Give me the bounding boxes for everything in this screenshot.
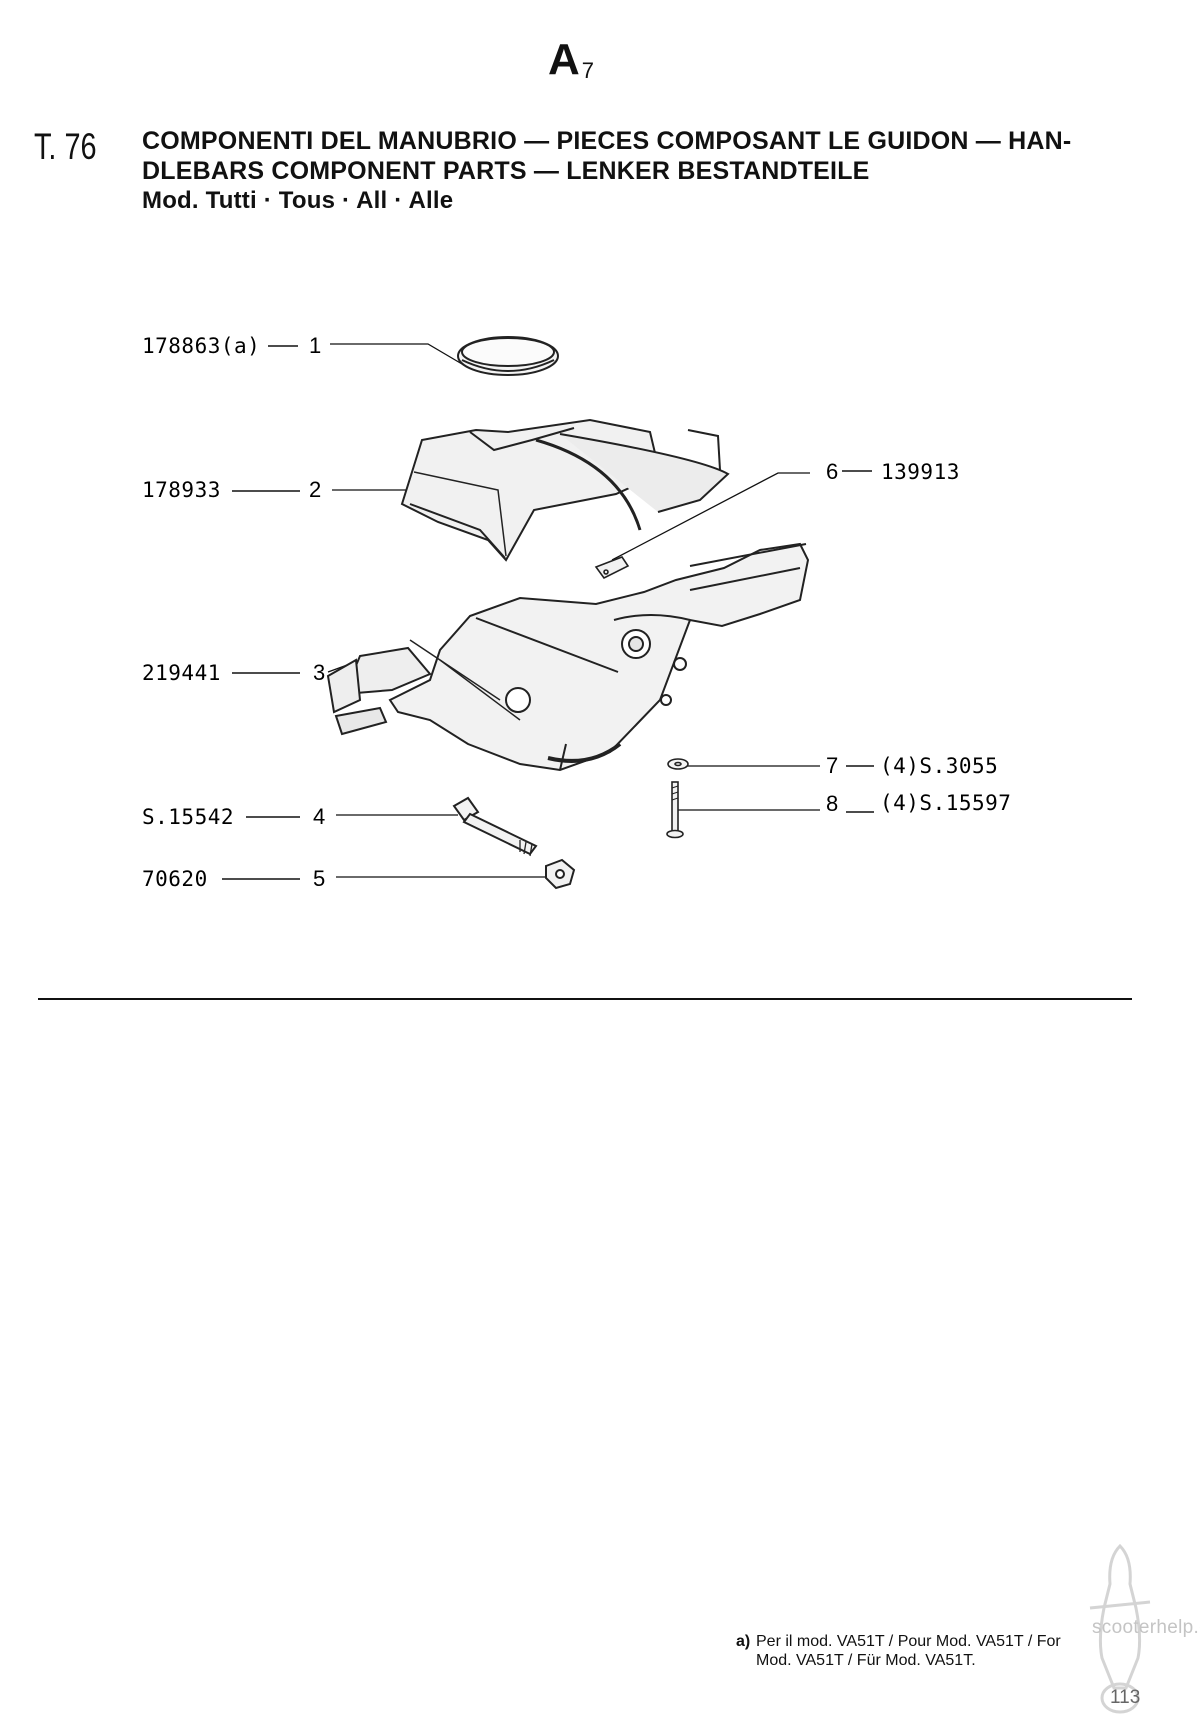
title-line-2: DLEBARS COMPONENT PARTS — LENKER BESTAND…: [142, 157, 870, 185]
clip-drawing: [594, 556, 630, 580]
cap-drawing: [457, 336, 559, 376]
title-line-1: COMPONENTI DEL MANUBRIO — PIECES COMPOSA…: [142, 127, 1072, 155]
index-2: 2: [309, 477, 321, 502]
footnote-line-1: Per il mod. VA51T / Pour Mod. VA51T / Fo…: [756, 1633, 1061, 1650]
screw-drawing: [666, 781, 684, 839]
page-number: 113: [1110, 1687, 1141, 1708]
part-number-2: 178933: [142, 478, 221, 502]
lower-casing-drawing: [326, 542, 810, 772]
index-5: 5: [313, 866, 325, 891]
part-number-5: 70620: [142, 867, 208, 891]
nut-drawing: [545, 858, 576, 890]
index-3: 3: [313, 660, 325, 685]
index-6: 6: [826, 459, 838, 484]
left-dashes: [222, 345, 300, 880]
watermark-text: scooterhelp.com: [1092, 1617, 1200, 1638]
section-label: A7: [548, 38, 594, 82]
exploded-parts-drawing: 178863(a) 178933 219441 S.15542 70620 1 …: [142, 333, 1011, 891]
section-letter: A: [548, 35, 580, 84]
index-7: 7: [826, 753, 838, 778]
footnote: a) Per il mod. VA51T / Pour Mod. VA51T /…: [736, 1632, 1061, 1670]
index-8: 8: [826, 791, 838, 816]
horizontal-rule: [38, 998, 1132, 1000]
section-subscript: 7: [581, 58, 595, 83]
index-4: 4: [313, 804, 325, 829]
washer-drawing: [667, 758, 689, 770]
models-line: Mod. Tutti · Tous · All · Alle: [142, 187, 454, 214]
bolt-drawing: [452, 796, 538, 857]
part-number-6: 139913: [881, 460, 960, 484]
part-number-1: 178863(a): [142, 334, 260, 358]
top-cover-drawing: [400, 418, 730, 562]
scooter-watermark-logo: [1089, 1543, 1151, 1714]
footnote-line-2: Mod. VA51T / Für Mod. VA51T.: [756, 1652, 976, 1669]
part-number-4: S.15542: [142, 805, 234, 829]
part-number-8: (4)S.15597: [880, 791, 1011, 815]
part-number-3: 219441: [142, 661, 221, 685]
page-title: COMPONENTI DEL MANUBRIO — PIECES COMPOSA…: [142, 126, 1142, 216]
table-number: T. 76: [34, 126, 97, 167]
footnote-tag: a): [736, 1633, 751, 1650]
index-1: 1: [309, 333, 321, 358]
part-number-7: (4)S.3055: [880, 754, 998, 778]
